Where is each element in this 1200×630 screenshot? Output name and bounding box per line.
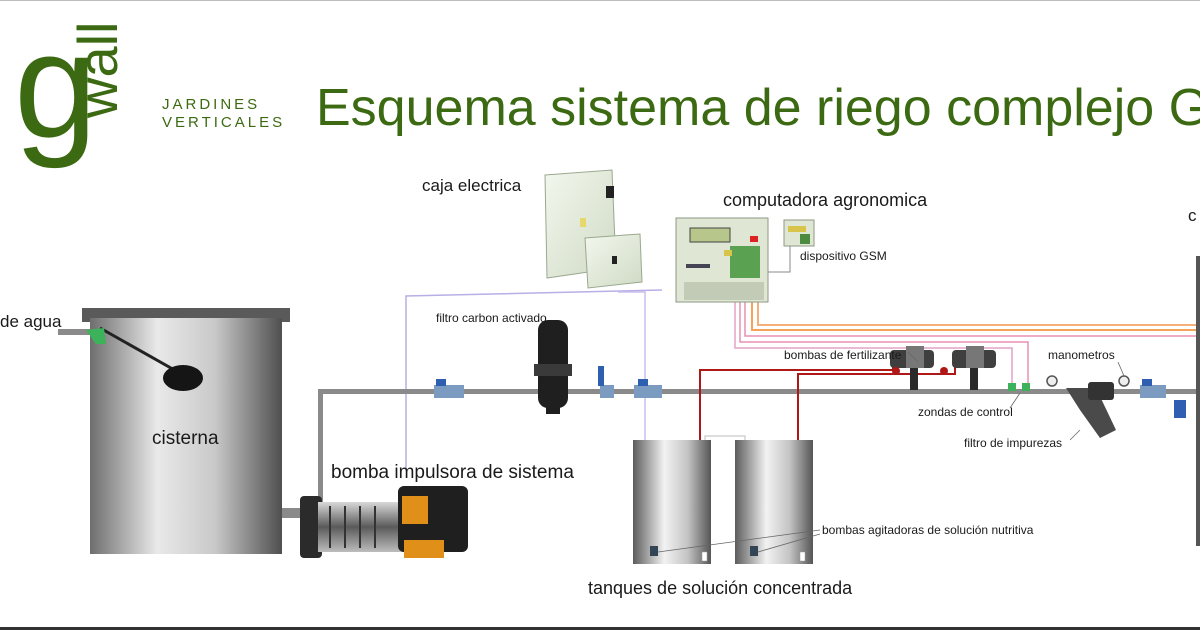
control-probes [1008, 383, 1030, 391]
label-agitator-pumps: bombas agitadoras de solución nutritiva [822, 523, 1034, 537]
solution-tanks [633, 440, 813, 564]
label-pressure-gauges: manometros [1048, 348, 1115, 362]
impurity-filter [1066, 382, 1116, 438]
system-pump [300, 486, 468, 558]
label-cistern: cisterna [152, 428, 219, 449]
logo-g: g [14, 1, 98, 169]
control-cables [405, 289, 1200, 468]
label-computer: computadora agronomica [723, 190, 928, 210]
label-water-inlet: de agua [0, 312, 62, 331]
logo-wall: wall [66, 21, 129, 118]
cistern [82, 308, 290, 554]
logo-line1: JARDINES [162, 96, 261, 113]
agronomic-computer [675, 217, 815, 303]
label-gsm: dispositivo GSM [800, 249, 887, 263]
label-tanks: tanques de solución concentrada [588, 578, 853, 598]
label-pump: bomba impulsora de sistema [331, 462, 574, 483]
page-title: Esquema sistema de riego complejo G [316, 79, 1200, 137]
top-border [0, 0, 1200, 1]
fertilizer-pumps [890, 346, 996, 390]
label-carbon-filter: filtro carbon activado [436, 311, 547, 325]
right-unit-edge [1196, 256, 1200, 546]
label-cut-off: c [1188, 206, 1197, 225]
bottom-border [0, 627, 1200, 630]
pressure-gauges [1046, 375, 1130, 387]
electric-box [544, 169, 643, 289]
logo-line2: VERTICALES [162, 114, 286, 131]
valves [434, 366, 1186, 418]
label-fertilizer-pumps: bombas de fertilizante [784, 348, 902, 362]
main-pipe [58, 329, 1200, 518]
leader-lines [657, 351, 1125, 553]
label-electric-box: caja electrica [422, 176, 522, 195]
label-impurity-filter: filtro de impurezas [964, 436, 1063, 450]
label-control-probes: zondas de control [918, 405, 1013, 419]
carbon-filter [534, 320, 572, 414]
